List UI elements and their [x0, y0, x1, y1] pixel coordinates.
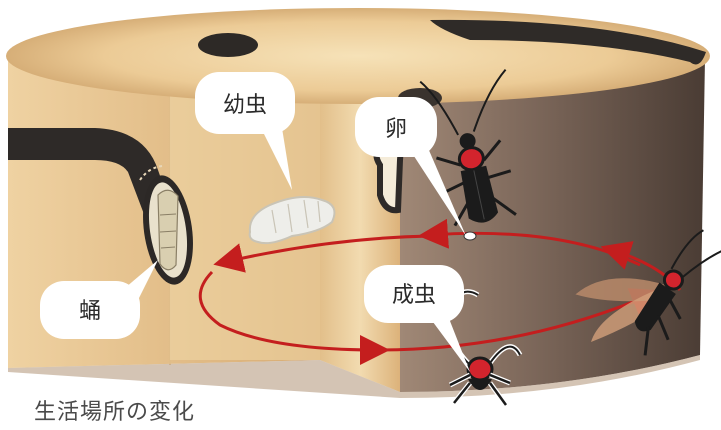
log-bark-side — [400, 55, 705, 392]
flying-beetle-icon — [575, 229, 721, 356]
label-egg: 卵 — [385, 117, 407, 142]
log-section — [6, 8, 710, 398]
log-top-hole — [198, 33, 258, 57]
label-adult: 成虫 — [392, 283, 436, 308]
label-larva: 幼虫 — [223, 93, 267, 118]
log-top-rim — [430, 19, 706, 65]
cycle-arrow-out — [377, 288, 662, 352]
pupa-icon — [143, 175, 193, 285]
life-cycle-arrows — [198, 218, 682, 365]
bubble-egg: 卵 — [355, 97, 466, 236]
label-pupa: 蛹 — [79, 299, 101, 324]
bubble-adult: 成虫 — [364, 265, 470, 372]
bubble-larva: 幼虫 — [195, 72, 295, 190]
log-top-face — [6, 8, 710, 104]
cycle-arrow-to-pupa — [213, 234, 431, 273]
larva-icon — [248, 195, 336, 245]
larva-tunnel — [8, 128, 172, 230]
cycle-arrow-to-adult — [198, 270, 390, 365]
log-bottom — [8, 355, 700, 398]
larva-tunnel-dash — [139, 165, 163, 181]
caption-habitat-change: 生活場所の変化 — [34, 400, 196, 425]
egg-icon — [463, 231, 477, 241]
bubble-pupa: 蛹 — [40, 260, 158, 339]
